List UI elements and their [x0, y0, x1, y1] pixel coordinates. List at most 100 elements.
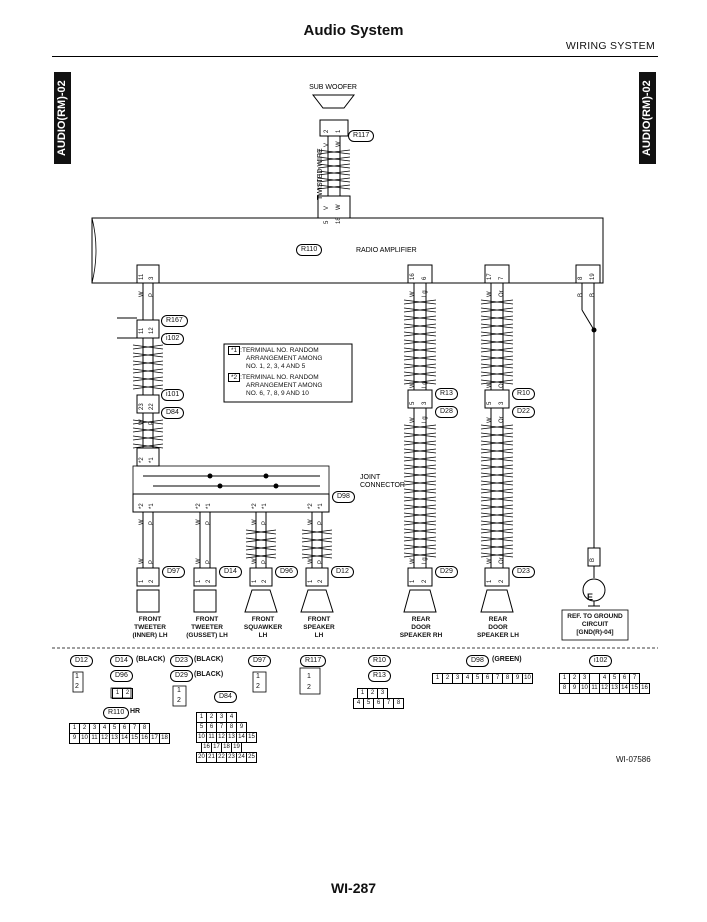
wire-twist-mark [480, 331, 514, 337]
legend-d14: D14 [110, 655, 133, 667]
ground-ref-line-3: [GND(R)-04] [576, 629, 614, 636]
wire-color: P [149, 520, 155, 525]
speaker-label-line: (GUSSET) LH [186, 632, 228, 639]
ground-ref-line-2: CIRCUIT [581, 621, 609, 628]
connector-d28: D28 [435, 406, 458, 418]
wire-twist-mark [403, 536, 437, 542]
connector-d23: D23 [512, 566, 535, 578]
wire-color: W [196, 558, 202, 564]
wire-twist-mark [317, 184, 351, 190]
front-speaker-icon [136, 589, 160, 613]
wire-twist-mark [403, 496, 437, 502]
amplifier-label: RADIO AMPLIFIER [356, 247, 417, 254]
pin-number: 2 [499, 579, 505, 583]
rear-rh-speaker-icon [403, 589, 437, 613]
pin-number: *1 [262, 503, 268, 509]
wire-twist-mark [480, 536, 514, 542]
pin-number: 6 [422, 276, 428, 280]
pin-number: 11 [139, 273, 145, 280]
pin-number: 1 [75, 673, 79, 680]
pin-cell: 15 [246, 732, 257, 743]
connector-d22: D22 [512, 406, 535, 418]
subwoofer-label: SUB WOOFER [309, 84, 357, 91]
pin-number: 16 [410, 273, 416, 280]
wire-color: B [578, 292, 584, 297]
wire-color: W [139, 419, 145, 425]
joint-connector-label-1: JOINT [360, 474, 381, 481]
wire-twist-mark [403, 299, 437, 305]
legend-d12: D12 [70, 655, 93, 667]
pin-cell: 2 [122, 688, 133, 699]
wire-color: W [252, 558, 258, 564]
legend-d98: D98 [466, 655, 489, 667]
wire-color: P [206, 520, 212, 525]
page-number: WI-287 [330, 880, 377, 896]
pin-number: 2 [256, 683, 260, 690]
speaker-connector [136, 567, 160, 587]
pin-number: 19 [590, 273, 596, 280]
pin-cell: 18 [159, 733, 170, 744]
pin-number: 18 [336, 217, 342, 224]
speaker-connector [305, 567, 329, 587]
connector-d98: D98 [332, 491, 355, 503]
speaker-label-line: DOOR [488, 624, 508, 631]
wire-twist-mark [301, 553, 333, 559]
pin-number: 1 [252, 579, 258, 583]
connector-d97: D97 [162, 566, 185, 578]
speaker-label-line: TWEETER [134, 624, 166, 631]
wire-color: Lg [422, 416, 428, 423]
wire-color: B [590, 557, 596, 562]
legend-suffix: HR [130, 708, 141, 715]
joint-connector-label-2: CONNECTOR [360, 482, 405, 489]
pin-number: 5 [410, 401, 416, 405]
wire-twist-mark [245, 529, 277, 535]
wire-color: V [324, 142, 330, 147]
wire-twist-mark [403, 520, 437, 526]
wire-twist-mark [480, 552, 514, 558]
pin-number: 1 [177, 687, 181, 694]
wire-color: W [139, 558, 145, 564]
wire-color: P [262, 559, 268, 564]
wire-twist-mark [480, 432, 514, 438]
twisted-wire-label: TWISTED WIRE [317, 148, 324, 200]
wire-color: B [590, 292, 596, 297]
subwoofer-amp-connector [317, 195, 351, 219]
speaker-label-line: REAR [411, 616, 431, 623]
wire-color: W [308, 558, 314, 564]
wire-color: W [139, 291, 145, 297]
pin-number: 3 [422, 401, 428, 405]
connector-r13: R13 [435, 388, 458, 400]
connector-r110: R110 [296, 244, 323, 256]
wire-twist-mark [403, 440, 437, 446]
wire-color: W [336, 204, 342, 210]
legend-r110: R110 [103, 707, 130, 719]
wire-color: W [410, 382, 416, 388]
speaker-label-line: SPEAKER LH [477, 632, 519, 639]
pin-number: *1 [318, 503, 324, 509]
wire-twist-mark [403, 432, 437, 438]
wire-twist-mark [403, 552, 437, 558]
connector-r167: R167 [161, 315, 188, 327]
wire-twist-mark [403, 528, 437, 534]
wire-twist-mark [403, 424, 437, 430]
connector-d84: D84 [161, 407, 184, 419]
speaker-label-line: FRONT [195, 616, 219, 623]
pin-number: 3 [499, 401, 505, 405]
wire-twist-mark [480, 307, 514, 313]
pin-number: 22 [149, 403, 155, 410]
speaker-connector [249, 567, 273, 587]
wire-color: W [308, 519, 314, 525]
wire-twist-mark [480, 496, 514, 502]
legend-d84: D84 [214, 691, 237, 703]
note-2-line-3: NO. 6, 7, 8, 9 AND 10 [246, 390, 309, 397]
wire-twist-mark [480, 299, 514, 305]
wire-color: W [196, 519, 202, 525]
wire-twist-mark [403, 456, 437, 462]
wire-twist-mark [480, 456, 514, 462]
speaker-label-line: FRONT [307, 616, 331, 623]
pin-number: 2 [206, 579, 212, 583]
